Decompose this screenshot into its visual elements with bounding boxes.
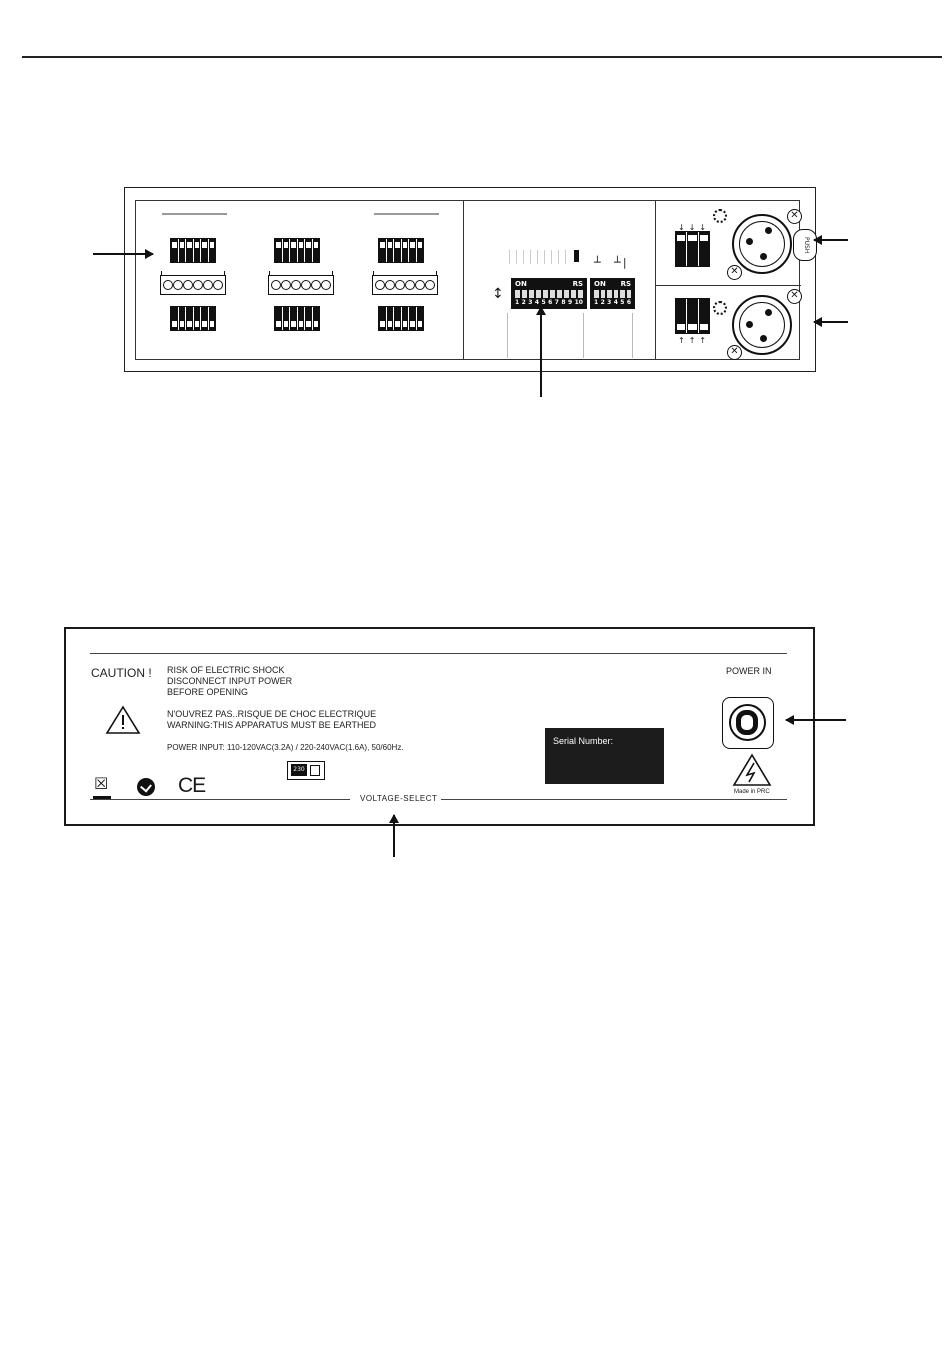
dip-number: 3 bbox=[528, 299, 533, 306]
dip-number: 4 bbox=[534, 299, 540, 306]
rear-panel-bottom: CAUTION ! RISK OF ELECTRIC SHOCK DISCONN… bbox=[64, 627, 815, 826]
panel-divider bbox=[463, 201, 464, 359]
serial-number-label: Serial Number: bbox=[553, 736, 614, 746]
gear-icon bbox=[713, 301, 727, 315]
page-top-rule bbox=[22, 56, 942, 58]
dip-number: 10 bbox=[574, 299, 583, 306]
warning-line: RISK OF ELECTRIC SHOCK bbox=[167, 665, 285, 675]
panel-rule bbox=[436, 799, 787, 800]
voltage-select-label: VOLTAGE-SELECT bbox=[356, 794, 442, 803]
dip-number: 2 bbox=[600, 299, 605, 306]
weee-bin-icon: ☒ bbox=[94, 774, 109, 793]
dip-number: 2 bbox=[521, 299, 526, 306]
updown-arrow-icon: ↕ bbox=[492, 286, 504, 302]
section-line bbox=[583, 313, 584, 358]
panel-rule bbox=[90, 799, 350, 800]
dip-number: 3 bbox=[607, 299, 612, 306]
link-terminal-block bbox=[675, 298, 710, 334]
xlr-male-connector[interactable] bbox=[732, 295, 792, 355]
down-arrows: ↓↓↓ bbox=[678, 223, 711, 232]
terminal-block bbox=[170, 306, 216, 331]
power-input-spec: POWER INPUT: 110-120VAC(3.2A) / 220-240V… bbox=[167, 743, 404, 752]
made-in-label: Made in PRC bbox=[734, 789, 770, 795]
terminal-block bbox=[378, 306, 424, 331]
dip-number: 6 bbox=[626, 299, 631, 306]
voltage-value: 230 bbox=[291, 764, 307, 776]
gear-icon bbox=[713, 209, 727, 223]
dip-rs-label: RS bbox=[620, 280, 631, 288]
warning-line: BEFORE OPENING bbox=[167, 687, 249, 697]
c-tick-logo bbox=[137, 778, 155, 796]
power-in-socket[interactable] bbox=[722, 697, 774, 749]
screw-terminal-row bbox=[160, 271, 226, 295]
dip-number: 4 bbox=[613, 299, 618, 306]
ce-mark: CE bbox=[178, 774, 206, 797]
callout-arrow bbox=[93, 249, 154, 258]
voltage-select-switch[interactable]: 230 bbox=[287, 761, 325, 780]
screw-terminal-row bbox=[268, 271, 334, 295]
bracket-symbol: ┴ bbox=[594, 256, 601, 269]
panel-divider bbox=[655, 201, 656, 359]
up-arrows: ↑↑↑ bbox=[678, 336, 711, 345]
weee-bar bbox=[93, 796, 111, 799]
warning-line: DISCONNECT INPUT POWER bbox=[167, 676, 293, 686]
dip-number: 1 bbox=[515, 299, 520, 306]
high-voltage-icon bbox=[732, 753, 772, 786]
dip-legend-strip bbox=[509, 250, 579, 264]
callout-arrow bbox=[813, 317, 848, 326]
dip-number: 1 bbox=[594, 299, 599, 306]
dip-number: 5 bbox=[541, 299, 546, 306]
warning-triangle-icon bbox=[105, 705, 141, 734]
dip-number: 6 bbox=[548, 299, 553, 306]
screw-terminal-row bbox=[372, 271, 438, 295]
dip-on-label: ON bbox=[515, 280, 527, 288]
screw-icon: ✕ bbox=[727, 265, 742, 280]
dip-number: 9 bbox=[568, 299, 573, 306]
terminal-block bbox=[378, 238, 424, 263]
screw-icon: ✕ bbox=[787, 209, 802, 224]
section-line bbox=[632, 313, 633, 358]
dip-switch-6[interactable]: ON RS 1 2 3 4 5 6 bbox=[590, 278, 635, 309]
serial-number-plate: Serial Number: bbox=[545, 728, 664, 784]
callout-arrow bbox=[813, 235, 848, 244]
dip-on-label: ON bbox=[594, 280, 606, 288]
terminal-block bbox=[274, 238, 320, 263]
caution-title: CAUTION ! bbox=[91, 666, 152, 680]
dip-rs-label: RS bbox=[572, 280, 583, 288]
callout-arrow bbox=[536, 306, 545, 397]
dip-switch-10[interactable]: ON RS 1 2 3 4 5 6 7 8 9 10 bbox=[511, 278, 587, 309]
power-in-label: POWER IN bbox=[726, 666, 772, 676]
terminal-block bbox=[274, 306, 320, 331]
dip-number: 8 bbox=[561, 299, 566, 306]
section-line bbox=[507, 313, 508, 358]
rear-panel-top: ┴ ┴ | ↕ ON RS 1 2 3 4 5 6 7 8 9 10 ON RS 1 bbox=[124, 187, 817, 372]
terminal-block bbox=[170, 238, 216, 263]
group-rule bbox=[374, 213, 439, 215]
panel-rule bbox=[90, 653, 787, 654]
french-warning: N'OUVREZ PAS..RISQUE DE CHOC ELECTRIQUE bbox=[167, 709, 377, 719]
link-terminal-block bbox=[675, 231, 710, 267]
earthed-warning: WARNING:THIS APPARATUS MUST BE EARTHED bbox=[167, 720, 377, 730]
screw-icon: ✕ bbox=[727, 345, 742, 360]
bracket-symbol: ┴ | bbox=[614, 256, 627, 269]
push-latch[interactable]: PUSH bbox=[793, 229, 817, 261]
rear-panel-top-inner: ┴ ┴ | ↕ ON RS 1 2 3 4 5 6 7 8 9 10 ON RS 1 bbox=[135, 200, 817, 360]
xlr-female-connector[interactable] bbox=[732, 214, 792, 274]
group-rule bbox=[162, 213, 227, 215]
dip-number: 5 bbox=[620, 299, 625, 306]
dip-number: 7 bbox=[554, 299, 559, 306]
xlr-divider bbox=[656, 285, 801, 286]
screw-icon: ✕ bbox=[787, 289, 802, 304]
callout-arrow bbox=[785, 715, 846, 724]
callout-arrow bbox=[389, 814, 398, 857]
